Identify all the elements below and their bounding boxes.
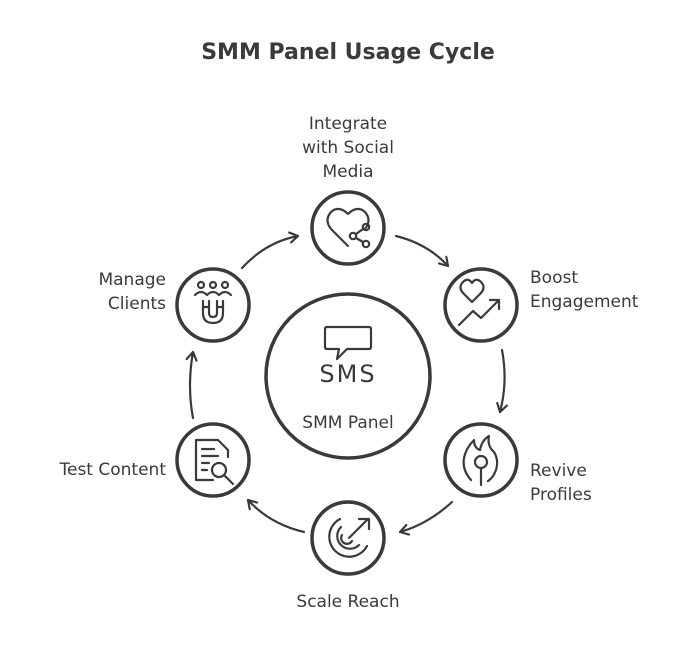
people-magnet-icon	[193, 280, 233, 325]
center-node: SMS SMM Panel	[264, 292, 432, 460]
step-label-manage: Manage Clients	[98, 270, 166, 314]
center-logo-text: SMS	[319, 360, 376, 388]
step-label-integrate: Integrate with Social Media	[302, 114, 394, 182]
center-label: SMM Panel	[302, 413, 393, 433]
step-label-revive: Revive Profiles	[530, 461, 592, 505]
target-arrow-icon	[328, 517, 371, 558]
step-node-test	[175, 422, 251, 498]
flame-sprout-icon	[462, 434, 499, 487]
step-label-scale: Scale Reach	[296, 592, 400, 612]
arrow-test-to-manage	[190, 350, 193, 420]
step-node-boost	[443, 267, 519, 343]
step-node-scale	[310, 500, 386, 576]
cycle-arrows	[190, 236, 505, 532]
heart-share-icon	[326, 207, 371, 249]
step-node-manage	[175, 267, 251, 343]
document-magnifier-icon	[194, 438, 235, 486]
arrow-integrate-to-boost	[394, 234, 450, 268]
heart-trend-up-icon	[457, 278, 501, 327]
step-node-revive	[443, 422, 519, 498]
arrow-revive-to-scale	[398, 500, 454, 532]
arrow-manage-to-integrate	[240, 236, 300, 270]
arrow-scale-to-test	[246, 498, 306, 534]
diagram-title: SMM Panel Usage Cycle	[201, 40, 495, 65]
step-label-boost: Boost Engagement	[530, 268, 639, 312]
arrow-boost-to-revive	[500, 348, 505, 414]
sms-chat-bubble-icon	[323, 325, 373, 361]
step-node-integrate	[310, 190, 386, 266]
step-label-test: Test Content	[59, 460, 167, 480]
